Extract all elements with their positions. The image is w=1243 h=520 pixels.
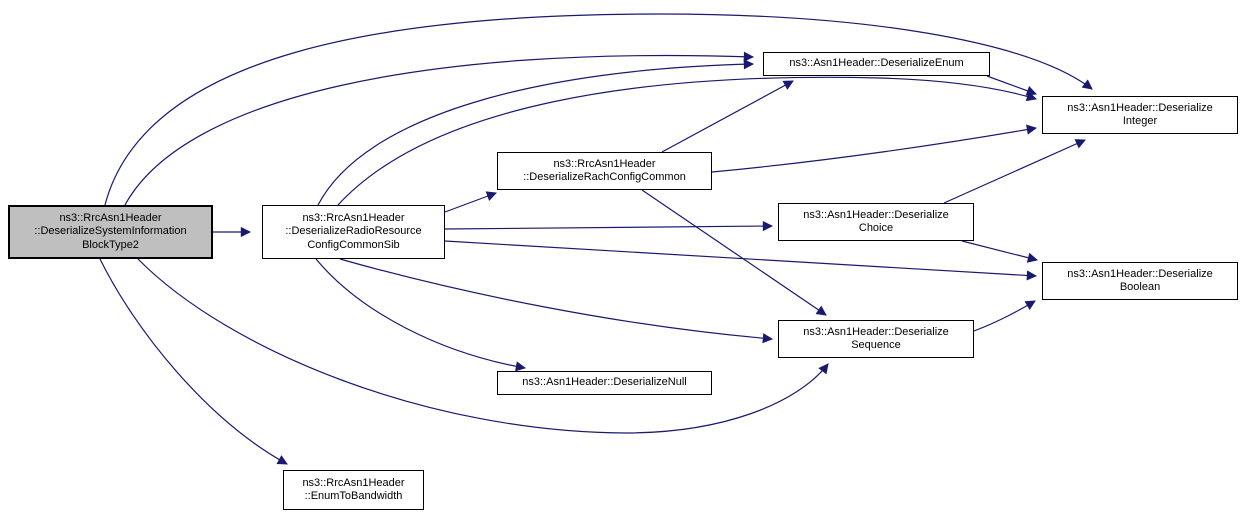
edge-enum-to-integer — [986, 75, 1037, 96]
node-label-line: Boolean — [1119, 281, 1161, 293]
edge-sib2-to-sequence — [137, 258, 829, 434]
node-label-line: ns3::Asn1Header::Deserialize — [1067, 267, 1213, 280]
edge-sib2-to-enumtobandwidth — [99, 258, 288, 465]
edge-sib2-to-integer — [104, 13, 1093, 206]
node-deserialize-choice[interactable]: ns3::Asn1Header::Deserialize Choice — [778, 203, 974, 241]
node-label-line: ::EnumToBandwidth — [304, 490, 403, 502]
node-label-line: ns3::Asn1Header::DeserializeEnum — [789, 57, 964, 70]
node-deserialize-boolean[interactable]: ns3::Asn1Header::Deserialize Boolean — [1042, 262, 1238, 300]
node-deserialize-rach-config-common[interactable]: ns3::RrcAsn1Header ::DeserializeRachConf… — [497, 152, 712, 190]
node-enum-to-bandwidth[interactable]: ns3::RrcAsn1Header ::EnumToBandwidth — [283, 470, 424, 510]
node-label-line: Choice — [858, 222, 894, 234]
edge-rachconfig-to-integer — [711, 124, 1038, 173]
edge-rachconfig-to-sequence — [641, 189, 827, 316]
edge-radioresource-to-null — [315, 258, 527, 372]
node-label-line: ns3::Asn1Header::Deserialize — [1067, 101, 1213, 114]
node-label-line: Integer — [1122, 115, 1158, 127]
node-deserialize-sequence[interactable]: ns3::Asn1Header::Deserialize Sequence — [778, 320, 974, 358]
node-label-line: ns3::Asn1Header::Deserialize — [803, 208, 949, 221]
node-label-line: ns3::Asn1Header::DeserializeNull — [522, 376, 687, 389]
node-label-line: ::DeserializeSystemInformation — [34, 225, 187, 238]
node-label-line: ::DeserializeRadioResource — [285, 225, 422, 238]
node-deserialize-radio-resource-config-common-sib[interactable]: ns3::RrcAsn1Header ::DeserializeRadioRes… — [262, 205, 445, 259]
node-label-line: ns3::Asn1Header::Deserialize — [803, 325, 949, 338]
node-label-line: ns3::RrcAsn1Header — [302, 476, 405, 489]
node-deserialize-enum[interactable]: ns3::Asn1Header::DeserializeEnum — [763, 52, 990, 76]
edge-sequence-to-boolean — [973, 300, 1036, 332]
node-deserialize-system-information-block-type2[interactable]: ns3::RrcAsn1Header ::DeserializeSystemIn… — [8, 205, 213, 259]
node-deserialize-integer[interactable]: ns3::Asn1Header::Deserialize Integer — [1042, 96, 1238, 134]
edge-radioresource-to-sequence — [339, 258, 774, 344]
node-label-line: ConfigCommonSib — [307, 238, 400, 251]
edge-radioresource-to-integer — [337, 76, 1037, 206]
node-label-line: ns3::RrcAsn1Header — [553, 157, 656, 170]
node-label-line: ::DeserializeRachConfigCommon — [523, 171, 686, 183]
edge-rachconfig-to-enum — [661, 80, 794, 153]
edge-radioresource-to-choice — [444, 220, 774, 232]
node-label-line: Sequence — [851, 339, 901, 351]
edge-radioresource-to-enum — [317, 59, 755, 206]
node-label-line: BlockType2 — [82, 238, 139, 251]
node-label-line: ns3::RrcAsn1Header — [59, 211, 162, 224]
edge-radioresource-to-rachconfig — [444, 191, 497, 213]
edge-choice-to-integer — [943, 139, 1086, 204]
edge-sib2-to-enum — [124, 51, 755, 206]
node-deserialize-null[interactable]: ns3::Asn1Header::DeserializeNull — [497, 371, 712, 395]
node-label-line: ns3::RrcAsn1Header — [302, 211, 405, 224]
edge-radioresource-to-boolean — [444, 240, 1038, 281]
edge-choice-to-boolean — [961, 240, 1038, 263]
